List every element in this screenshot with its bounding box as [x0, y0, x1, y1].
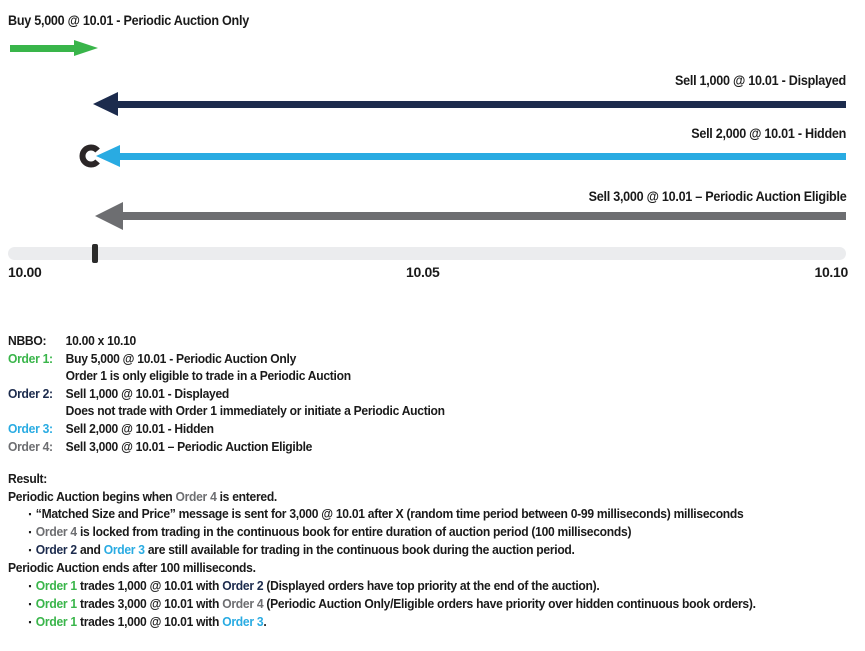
order-description: Buy 5,000 @ 10.01 - Periodic Auction Onl… — [65, 350, 297, 366]
order-reference: Order 4 — [175, 488, 217, 504]
order-reference: Order 1 — [35, 578, 77, 594]
book-row: NBBO: 10.00 x 10.10 — [8, 332, 445, 350]
text-segment: trades 3,000 @ 10.01 with — [76, 596, 223, 612]
book-row: Order 3: Sell 2,000 @ 10.01 - Hidden — [8, 420, 445, 438]
bullet-icon: ▪ — [28, 508, 32, 519]
sell2-arrow-left — [96, 145, 846, 167]
order-reference: Order 2 — [35, 542, 77, 558]
result-bullet-line: ▪Order 1 trades 3,000 @ 10.01 with Order… — [8, 595, 756, 613]
bullet-icon: ▪ — [28, 544, 32, 555]
axis-label-1005: 10.05 — [406, 264, 440, 280]
order-label — [8, 367, 66, 385]
order-description: 10.00 x 10.10 — [65, 333, 137, 348]
order-description: Sell 2,000 @ 10.01 - Hidden — [65, 420, 214, 436]
bullet-icon: ▪ — [28, 526, 32, 537]
sell1-arrow-shaft — [117, 100, 846, 108]
order-description: Does not trade with Order 1 immediately … — [65, 403, 445, 419]
order-reference: Order 4 — [35, 524, 77, 540]
result-bullet-line: ▪Order 2 and Order 3 are still available… — [8, 541, 756, 559]
auction-diagram: Buy 5,000 @ 10.01 - Periodic Auction Onl… — [0, 0, 865, 300]
result-section: Result: Periodic Auction begins when Ord… — [8, 470, 812, 631]
sell3-arrow-left — [95, 202, 846, 230]
order-label: Order 1: — [8, 350, 53, 366]
order-reference: Order 1 — [35, 596, 77, 612]
axis-label-1000: 10.00 — [8, 264, 42, 280]
sell3-arrowhead-icon — [95, 202, 123, 230]
buy-order-label: Buy 5,000 @ 10.01 - Periodic Auction Onl… — [8, 12, 249, 28]
order-reference: Order 1 — [35, 614, 77, 630]
sell1-arrow-left — [93, 92, 846, 116]
order-description: Order 1 is only eligible to trade in a P… — [65, 368, 351, 384]
order-description: Sell 3,000 @ 10.01 – Periodic Auction El… — [65, 438, 313, 454]
sell2-arrowhead-icon — [96, 145, 120, 167]
price-axis-tick — [92, 244, 98, 263]
result-lines: Periodic Auction begins when Order 4 is … — [8, 488, 812, 632]
sell1-arrowhead-icon — [93, 92, 118, 116]
bullet-icon: ▪ — [28, 598, 32, 609]
result-bullet-line: ▪Order 4 is locked from trading in the c… — [8, 523, 756, 541]
result-bullet-line: ▪“Matched Size and Price” message is sen… — [8, 505, 756, 523]
sell2-arrow-shaft — [119, 152, 846, 160]
bullet-icon: ▪ — [28, 616, 32, 627]
order-label: NBBO: — [8, 333, 47, 348]
text-segment: . — [263, 614, 267, 630]
order-label: Order 3: — [8, 420, 53, 436]
text-segment: trades 1,000 @ 10.01 with — [76, 578, 223, 594]
order-reference: Order 2 — [222, 578, 264, 594]
result-bullet-line: ▪Order 1 trades 1,000 @ 10.01 with Order… — [8, 577, 756, 595]
text-segment: Periodic Auction ends after 100 millisec… — [8, 560, 256, 576]
axis-label-1010: 10.10 — [814, 264, 848, 280]
text-segment: (Periodic Auction Only/Eligible orders h… — [263, 596, 756, 612]
text-segment: Periodic Auction begins when — [8, 488, 176, 504]
buy-arrow-shaft — [10, 45, 74, 52]
buy-arrowhead-icon — [74, 40, 98, 56]
text-segment: is entered. — [216, 488, 278, 504]
order-reference: Order 3 — [222, 614, 264, 630]
order-reference: Order 4 — [222, 596, 264, 612]
result-bullet-line: ▪Order 1 trades 1,000 @ 10.01 with Order… — [8, 613, 756, 631]
text-segment: trades 1,000 @ 10.01 with — [76, 614, 223, 630]
price-axis-bar — [8, 247, 846, 260]
result-line: Periodic Auction begins when Order 4 is … — [8, 488, 756, 506]
text-segment: is locked from trading in the continuous… — [76, 524, 632, 540]
book-row: Order 2: Sell 1,000 @ 10.01 - Displayed — [8, 385, 445, 403]
result-title: Result: — [8, 471, 48, 486]
text-segment: “Matched Size and Price” message is sent… — [35, 506, 744, 522]
text-segment: and — [76, 542, 104, 558]
sell2-order-label: Sell 2,000 @ 10.01 - Hidden — [691, 125, 846, 141]
sell3-arrow-shaft — [122, 212, 846, 220]
sell1-order-label: Sell 1,000 @ 10.01 - Displayed — [675, 72, 846, 88]
book-row: Order 1: Buy 5,000 @ 10.01 - Periodic Auc… — [8, 350, 445, 368]
book-row: Order 1 is only eligible to trade in a P… — [8, 367, 445, 385]
order-label: Order 4: — [8, 438, 53, 454]
order-reference: Order 3 — [103, 542, 145, 558]
bullet-icon: ▪ — [28, 580, 32, 591]
order-description: Sell 1,000 @ 10.01 - Displayed — [65, 385, 230, 401]
sell3-order-label: Sell 3,000 @ 10.01 – Periodic Auction El… — [588, 188, 846, 204]
text-segment: (Displayed orders have top priority at t… — [263, 578, 600, 594]
hidden-order-ring-icon — [79, 144, 103, 168]
book-row: Does not trade with Order 1 immediately … — [8, 402, 445, 420]
book-row: Order 4: Sell 3,000 @ 10.01 – Periodic Au… — [8, 438, 445, 456]
order-label: Order 2: — [8, 385, 53, 401]
buy-arrow-right — [10, 40, 98, 57]
text-segment: are still available for trading in the c… — [144, 542, 575, 558]
order-label — [8, 402, 66, 420]
result-line: Periodic Auction ends after 100 millisec… — [8, 559, 756, 577]
